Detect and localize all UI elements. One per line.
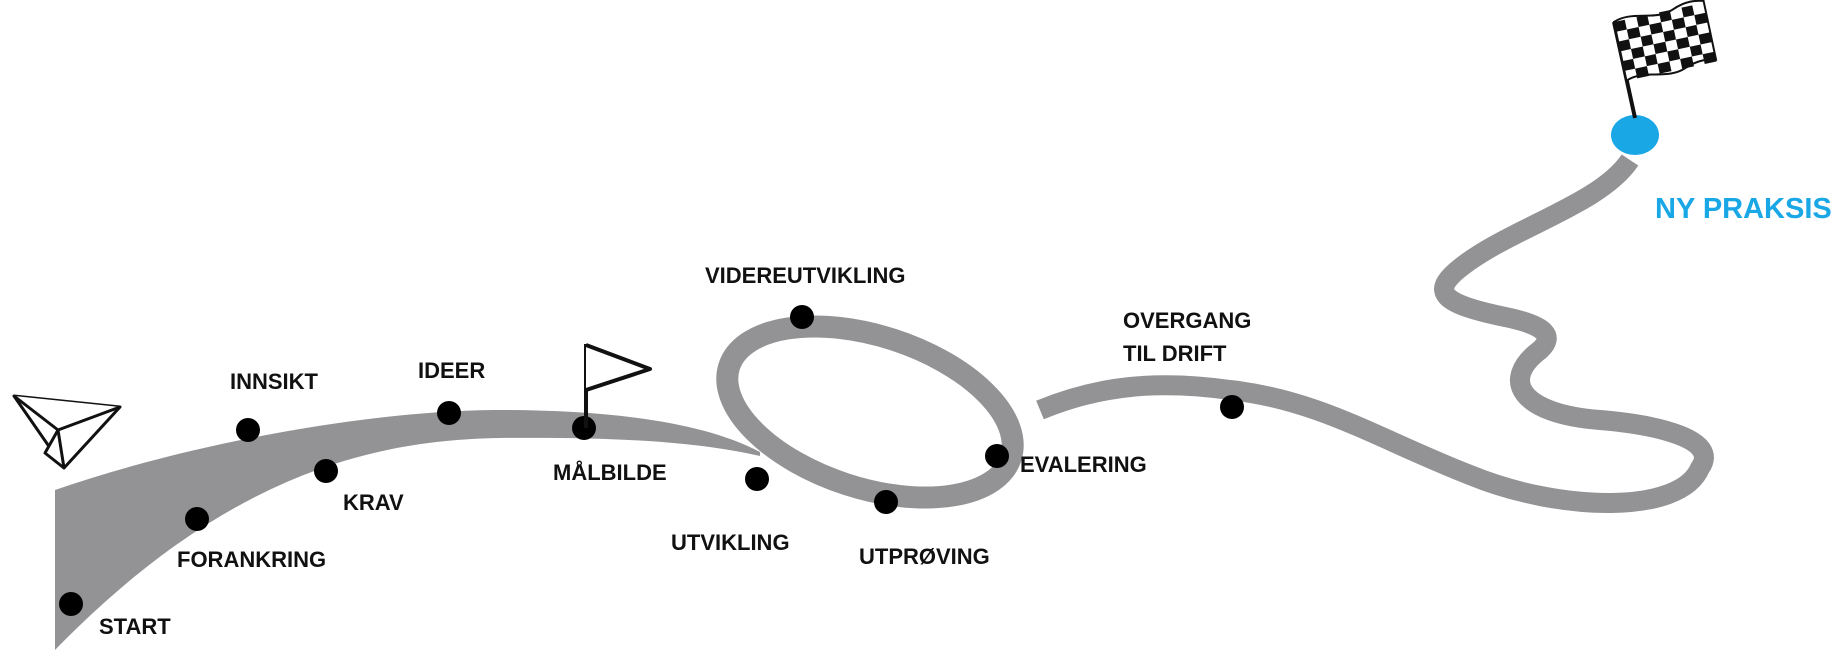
label-evalering: EVALERING <box>1020 452 1147 477</box>
milestone-dot-forankring <box>185 507 209 531</box>
milestone-dot-finish <box>1611 115 1659 155</box>
milestone-dot-overgang <box>1220 395 1244 419</box>
checkered-flag-icon <box>1612 0 1718 119</box>
milestone-dots <box>59 115 1659 616</box>
label-forankring: FORANKRING <box>177 547 326 572</box>
milestone-dot-innsikt <box>236 418 260 442</box>
paper-plane-icon <box>12 394 122 470</box>
milestone-dot-videreutvikling <box>790 305 814 329</box>
label-utproving: UTPRØVING <box>859 544 990 569</box>
milestone-dot-evalering <box>985 444 1009 468</box>
label-start: START <box>99 614 171 639</box>
road-loop <box>716 315 1024 509</box>
label-videreutvikling: VIDEREUTVIKLING <box>705 263 905 288</box>
road-section-start <box>55 410 760 650</box>
milestone-dot-ideer <box>437 401 461 425</box>
label-overgang-line1: OVERGANG <box>1123 308 1251 333</box>
milestone-dot-utproving <box>874 490 898 514</box>
label-ny-praksis: NY PRAKSIS <box>1655 193 1832 225</box>
label-overgang-line2: TIL DRIFT <box>1123 341 1227 366</box>
label-malbilde: MÅLBILDE <box>553 459 667 485</box>
milestone-dot-krav <box>314 459 338 483</box>
label-innsikt: INNSIKT <box>230 369 319 394</box>
milestone-dot-utvikling <box>745 467 769 491</box>
milestone-labels: START FORANKRING INNSIKT KRAV IDEER MÅLB… <box>99 193 1832 639</box>
label-ideer: IDEER <box>418 358 485 383</box>
flag-outline-icon <box>584 343 652 428</box>
road <box>55 153 1714 650</box>
milestone-dot-start <box>59 592 83 616</box>
road-section-end <box>1036 153 1714 513</box>
label-utvikling: UTVIKLING <box>671 530 790 555</box>
label-krav: KRAV <box>343 490 404 515</box>
